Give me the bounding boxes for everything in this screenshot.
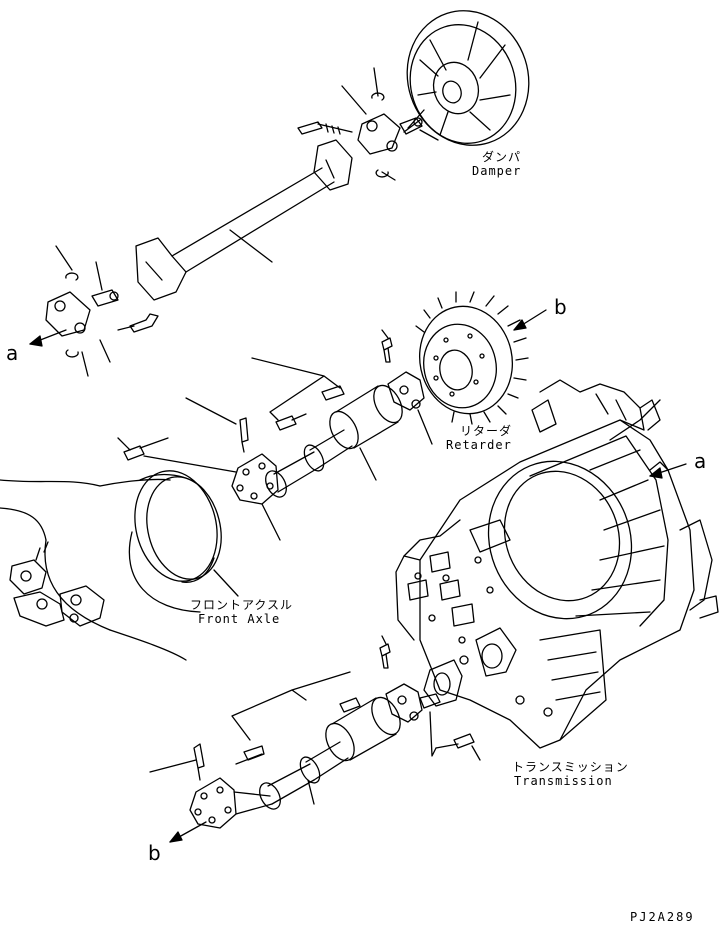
transmission-drawing [395, 379, 719, 749]
lower-drive-shaft [149, 635, 481, 829]
ref-b-bottom: b [148, 841, 161, 865]
retarder-label: リターダ Retarder [446, 424, 512, 452]
ref-a-right: a [694, 449, 707, 473]
transmission-label-en: Transmission [514, 774, 613, 788]
arrow-b-bottom [169, 821, 207, 843]
front-axle-label: フロントアクスル Front Axle [190, 598, 293, 626]
middle-drive-shaft [117, 329, 433, 541]
drawing-code: PJ2A289 [630, 910, 695, 924]
left-universal-joint [45, 245, 159, 377]
transmission-label-jp: トランスミッション [512, 760, 629, 774]
ref-a-left: a [6, 341, 19, 365]
ref-b-top: b [554, 295, 567, 319]
damper-label: ダンパ Damper [472, 150, 521, 178]
upper-drive-shaft [135, 139, 353, 301]
leader-line [381, 171, 396, 181]
upper-universal-joint [297, 67, 439, 178]
arrow-b-top [513, 309, 547, 331]
damper-label-en: Damper [472, 164, 522, 178]
damper-drawing [403, 10, 530, 146]
retarder-label-en: Retarder [446, 438, 512, 452]
retarder-gear [415, 291, 529, 425]
front-axle-label-en: Front Axle [198, 612, 281, 626]
front-axle-label-jp: フロントアクスル [190, 598, 294, 612]
arrow-a-right [649, 463, 687, 479]
transmission-label: トランスミッション Transmission [512, 760, 629, 788]
arrow-a-left [29, 329, 67, 347]
front-axle-drawing [0, 470, 239, 661]
retarder-label-jp: リターダ [460, 424, 513, 438]
damper-label-jp: ダンパ [482, 150, 522, 164]
